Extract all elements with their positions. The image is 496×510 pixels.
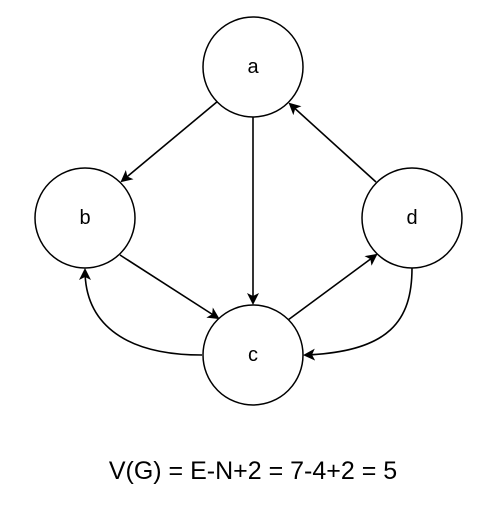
node-c-label: c	[248, 344, 258, 366]
edge-d-to-c	[303, 267, 413, 361]
edge-c-to-d	[287, 253, 378, 321]
node-d-label: d	[406, 207, 417, 229]
edges	[79, 100, 413, 361]
node-a: a	[202, 16, 304, 118]
node-b-label: b	[79, 207, 90, 229]
edge-c-to-b	[79, 268, 203, 356]
node-a-circle	[202, 16, 304, 118]
edge-b-to-c	[119, 254, 220, 320]
node-b: b	[34, 167, 136, 269]
cyclomatic-complexity-formula: V(G) = E-N+2 = 7-4+2 = 5	[109, 457, 397, 485]
node-c: c	[202, 304, 304, 406]
edge-d-to-a	[288, 102, 377, 183]
edge-a-to-b	[120, 100, 219, 183]
node-b-circle	[34, 167, 136, 269]
node-a-label: a	[247, 56, 259, 78]
node-d: d	[361, 167, 463, 269]
node-c-circle	[202, 304, 304, 406]
node-d-circle	[361, 167, 463, 269]
